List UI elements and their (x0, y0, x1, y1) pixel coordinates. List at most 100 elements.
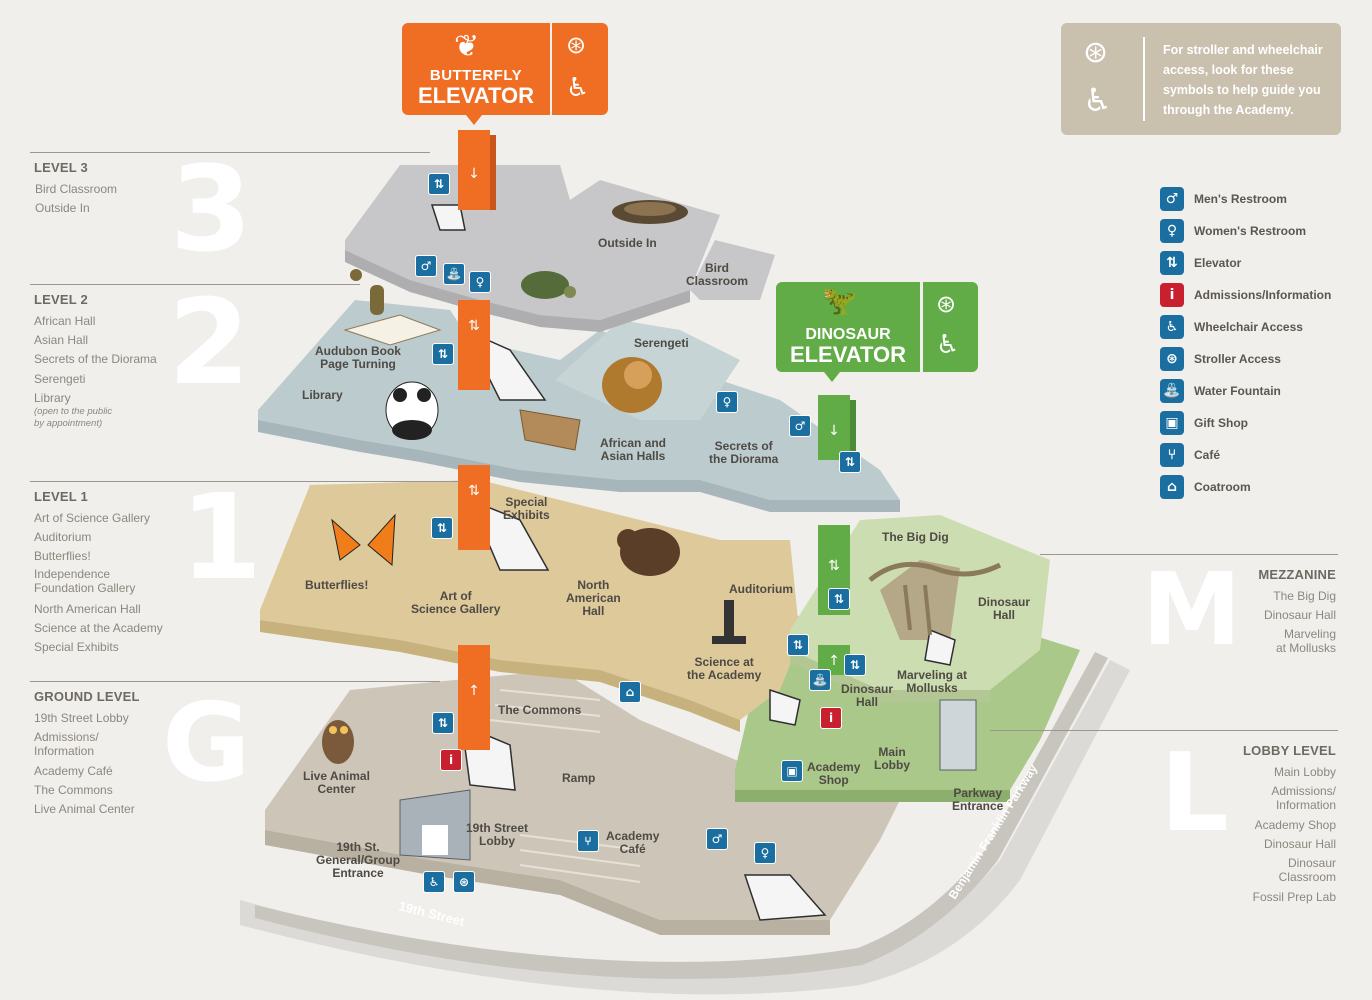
butterfly-elevator-line2: ELEVATOR (417, 83, 535, 108)
info-icon: i (820, 707, 842, 729)
dinosaur-access-panel: ⊛ ♿ (923, 282, 978, 372)
access-note-divider (1143, 37, 1145, 121)
ground-level-rule (30, 681, 440, 682)
elevator-icon: ⇅ (844, 654, 866, 676)
access-note-line: through the Academy. (1163, 103, 1294, 117)
mezzanine-title: MEZZANINE (1258, 567, 1336, 582)
level-3-item: Bird Classroom (35, 182, 118, 196)
legend-label: Wheelchair Access (1194, 320, 1303, 334)
mezzanine-item: at Mollusks (1275, 641, 1336, 655)
lobby-level-item: Admissions/ (1271, 784, 1336, 798)
cafe-icon: ⑂ (1160, 443, 1184, 467)
butterfly-elevator-line1: BUTTERFLY (429, 67, 523, 84)
legend-row: ♀ Women's Restroom (1160, 219, 1306, 243)
lobby-level-rule (990, 730, 1338, 731)
stroller-icon: ⊛ (1083, 35, 1109, 70)
dinosaur-elevator-line2: ELEVATOR (789, 342, 907, 367)
elevator-icon: ⇅ (828, 588, 850, 610)
ground-level-item: Admissions/ (34, 730, 99, 744)
level-1-item: North American Hall (34, 602, 141, 616)
level-2-note: by appointment) (34, 418, 103, 429)
lobby-level-item: Classroom (1278, 870, 1336, 884)
info-icon: i (1160, 283, 1184, 307)
legend-row: ⊛ Stroller Access (1160, 347, 1281, 371)
ramp-label: Ramp (562, 771, 596, 785)
cafe-icon: ⑂ (577, 830, 599, 852)
stroller-icon: ⊛ (453, 871, 475, 893)
wheelchair-icon: ♿ (1083, 81, 1112, 119)
library-label: Library (302, 388, 343, 402)
ground-level-item: Information (34, 744, 95, 758)
svg-text:↓: ↓ (828, 423, 840, 439)
legend-row: ⌂Coatroom (1160, 475, 1251, 499)
dinosaur-elevator-panel: 🦖 DINOSAUR ELEVATOR (776, 282, 920, 372)
wheelchair-icon: ♿ (1160, 315, 1184, 339)
legend-row: ♿ Wheelchair Access (1160, 315, 1303, 339)
womens-restroom-icon: ♀ (754, 842, 776, 864)
water-fountain-icon: ⛲ (809, 669, 831, 691)
exhibit-illustrations (322, 200, 1002, 861)
elevator-icon: ⇅ (839, 451, 861, 473)
svg-text:⇅: ⇅ (828, 558, 840, 574)
level-2-title: LEVEL 2 (34, 292, 88, 307)
mezzanine-letter: M (1142, 551, 1242, 668)
elevator-icon: ⇅ (432, 343, 454, 365)
gift-shop-icon: ▣ (781, 760, 803, 782)
legend-label: Elevator (1194, 256, 1242, 270)
lobby-level-item: Dinosaur (1287, 856, 1336, 870)
womens-restroom-icon: ♀ (1160, 219, 1184, 243)
access-note-line: access, look for these (1163, 63, 1294, 77)
stroller-icon: ⊛ (1160, 347, 1184, 371)
stroller-icon: ⊛ (936, 290, 957, 318)
water-fountain-icon: ⛲ (443, 263, 465, 285)
level-3-item: Outside In (35, 201, 90, 215)
level-2-rule (30, 284, 360, 285)
ground-level-letter: G (162, 681, 251, 806)
level-2-note: (open to the public (34, 406, 113, 417)
level-1-item: Auditorium (34, 530, 92, 544)
legend-label: Women's Restroom (1194, 224, 1306, 238)
level-1-title: LEVEL 1 (34, 489, 88, 504)
mezzanine-item: Marveling (1283, 627, 1336, 641)
lobby-level-item: Information (1275, 798, 1336, 812)
coatroom-icon: ⌂ (619, 681, 641, 703)
lobby-level-item: Main Lobby (1273, 765, 1336, 779)
access-note-line: For stroller and wheelchair (1163, 43, 1323, 57)
legend-label: Gift Shop (1194, 416, 1248, 430)
mens-restroom-icon: ♂ (1160, 187, 1184, 211)
mezzanine-floor (790, 515, 1050, 702)
mens-restroom-icon: ♂ (415, 255, 437, 277)
ground-level-item: Live Animal Center (34, 802, 135, 816)
water-fountain-icon: ⛲ (1160, 379, 1184, 403)
svg-text:↑: ↑ (828, 653, 840, 669)
mens-restroom-icon: ♂ (706, 828, 728, 850)
legend-label: Men's Restroom (1194, 192, 1287, 206)
level-2-item: Secrets of the Diorama (34, 352, 157, 366)
dinosaur-sign-pointer (824, 372, 840, 382)
legend-label: Stroller Access (1194, 352, 1281, 366)
mezzanine-rule (1040, 554, 1338, 555)
legend-row: ⑂Café (1160, 443, 1220, 467)
level-2-item: Serengeti (34, 372, 86, 386)
level-1-item: Butterflies! (34, 549, 91, 563)
butterfly-elevator-sign: ❦ BUTTERFLY ELEVATOR ⊛ ♿ (402, 23, 608, 125)
wheelchair-icon: ♿ (566, 73, 590, 103)
access-note-line: symbols to help guide you (1163, 83, 1321, 97)
big-dig-label: The Big Dig (882, 530, 949, 544)
dinosaur-elevator-sign: 🦖 DINOSAUR ELEVATOR ⊛ ♿ (776, 282, 978, 382)
lobby-level-item: Dinosaur Hall (1263, 837, 1336, 851)
dinosaur-icon: 🦖 (822, 284, 857, 317)
info-icon: i (440, 749, 462, 771)
lobby-level-item: Fossil Prep Lab (1252, 890, 1336, 904)
